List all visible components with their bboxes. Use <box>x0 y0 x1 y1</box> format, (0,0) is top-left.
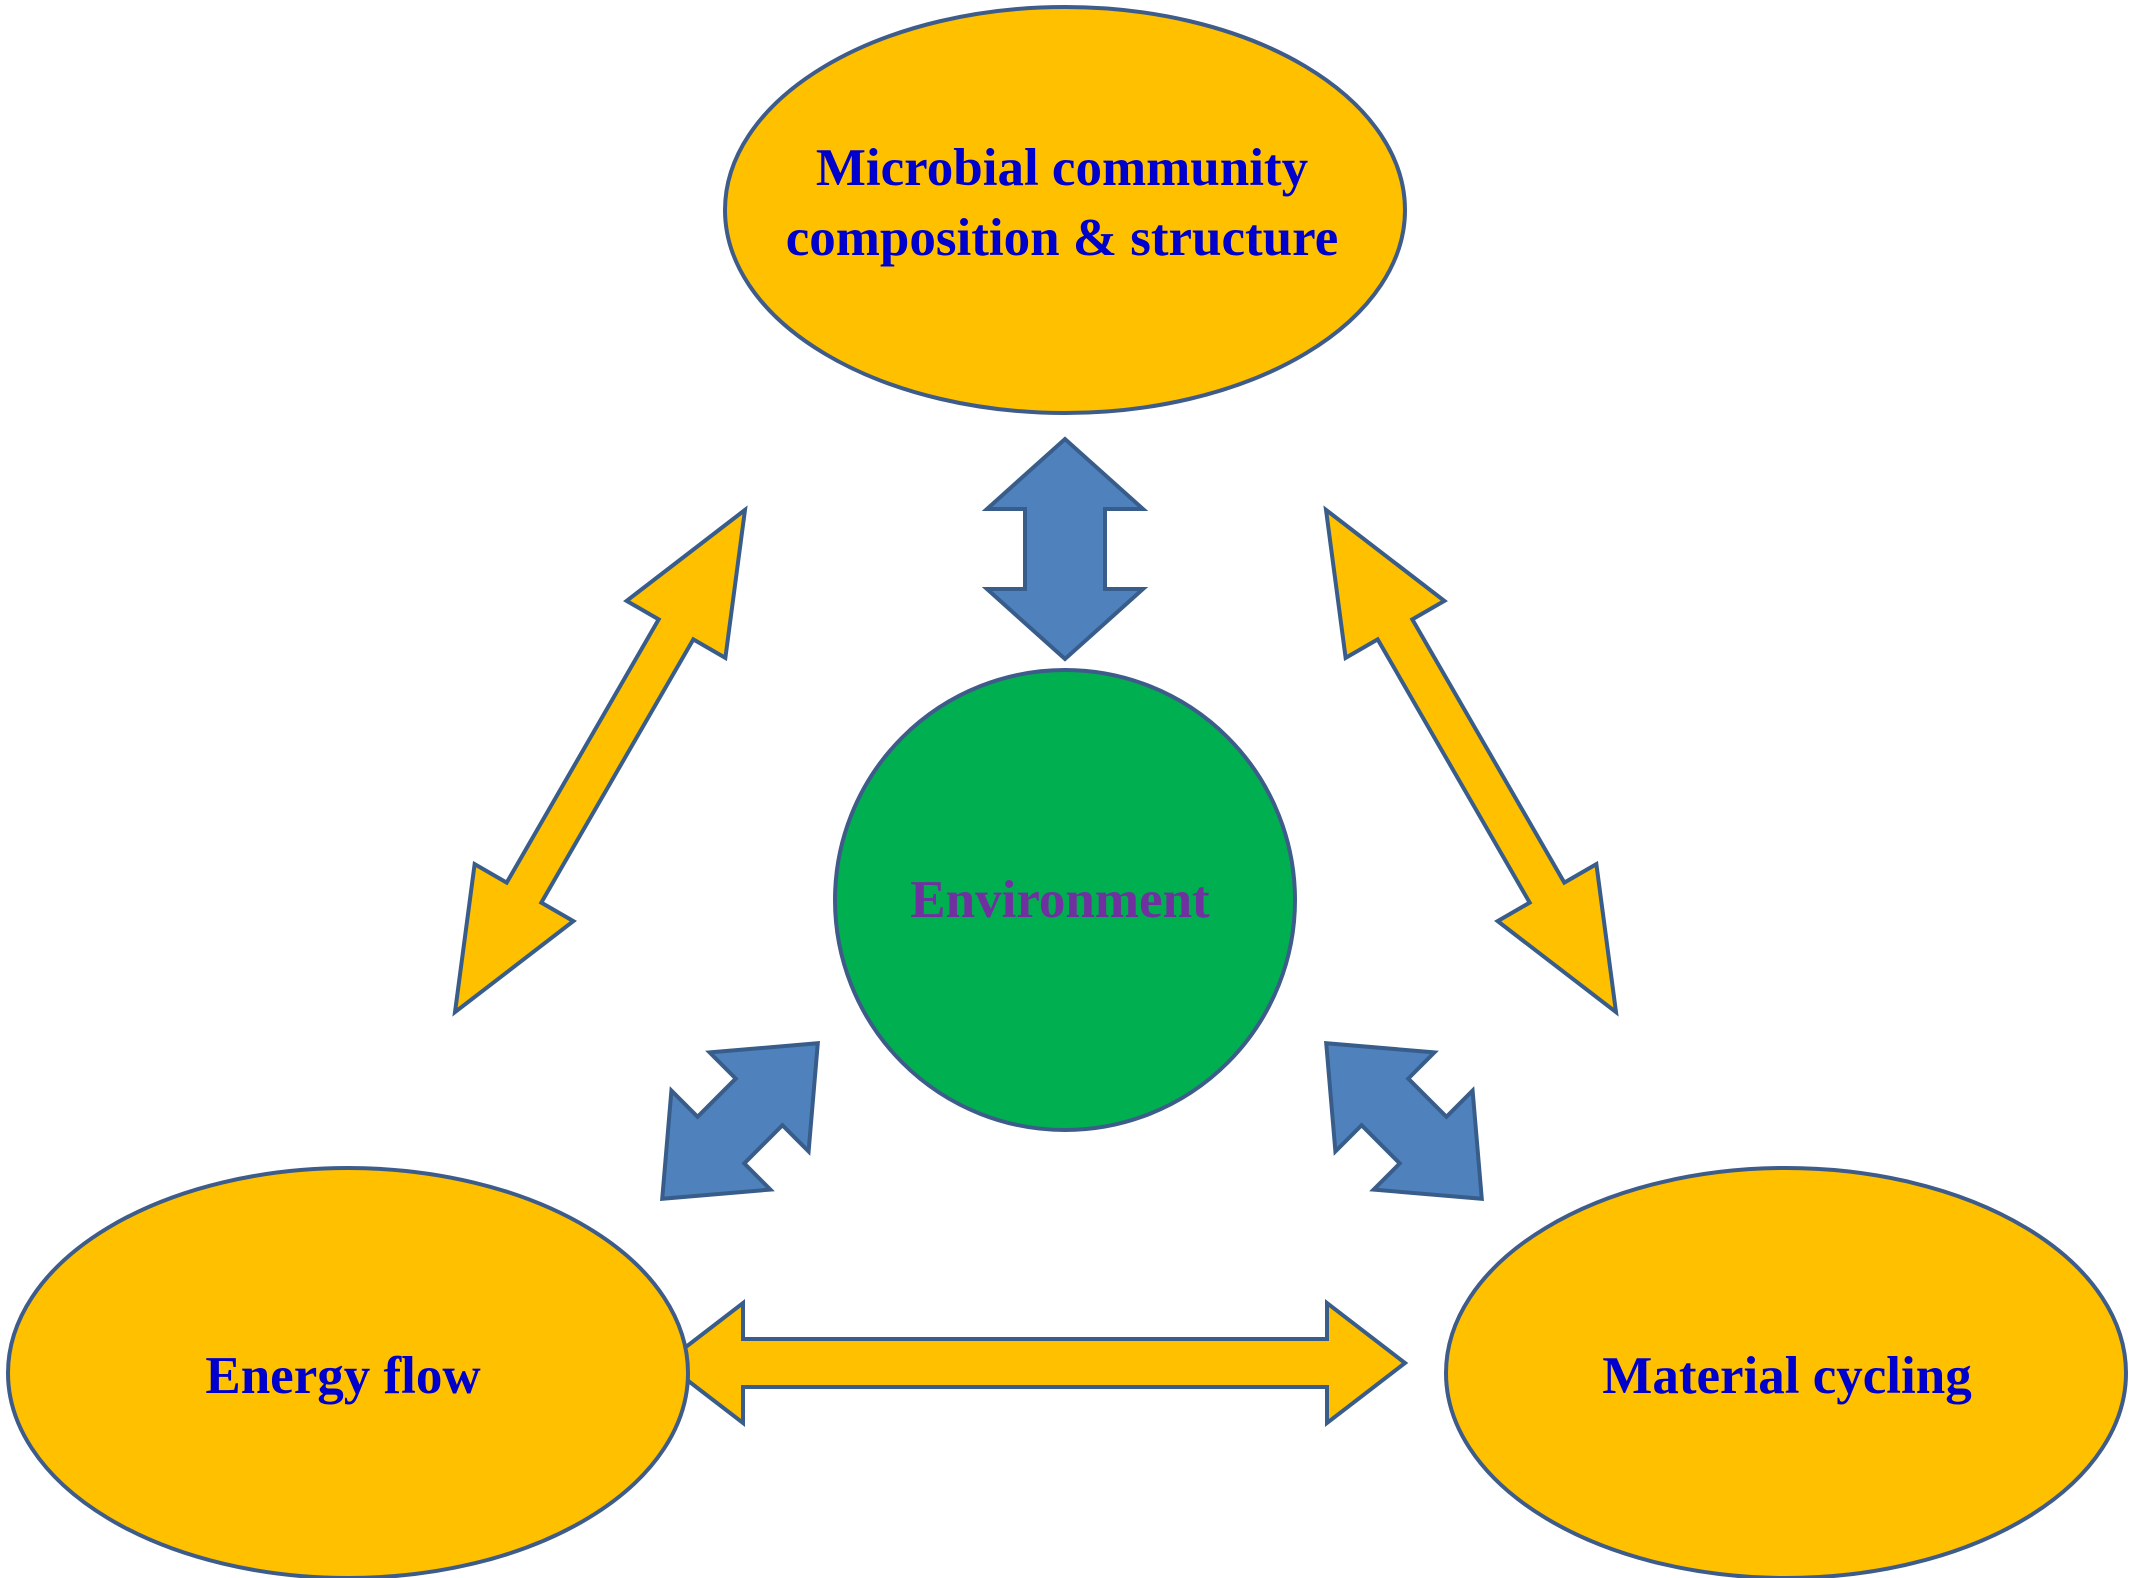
arrow-microbial-energy <box>452 505 748 1017</box>
microbial-label-line1: Microbial community <box>816 139 1308 197</box>
energy-flow-label: Energy flow <box>205 1347 480 1405</box>
arrow-microbial-material <box>1323 505 1619 1017</box>
node-material-cycling: Material cycling <box>1444 1166 2128 1578</box>
node-environment: Environment <box>833 668 1297 1132</box>
arrow-energy-environment <box>660 1041 820 1201</box>
arrow-energy-material <box>661 1298 1409 1428</box>
node-microbial-community: Microbial community composition & struct… <box>723 5 1407 415</box>
material-cycling-label: Material cycling <box>1602 1347 1971 1405</box>
node-energy-flow: Energy flow <box>6 1166 690 1578</box>
arrow-microbial-environment <box>981 436 1149 662</box>
microbial-label-line2: composition & structure <box>786 209 1339 267</box>
environment-label: Environment <box>910 871 1210 929</box>
arrow-material-environment <box>1324 1041 1484 1201</box>
